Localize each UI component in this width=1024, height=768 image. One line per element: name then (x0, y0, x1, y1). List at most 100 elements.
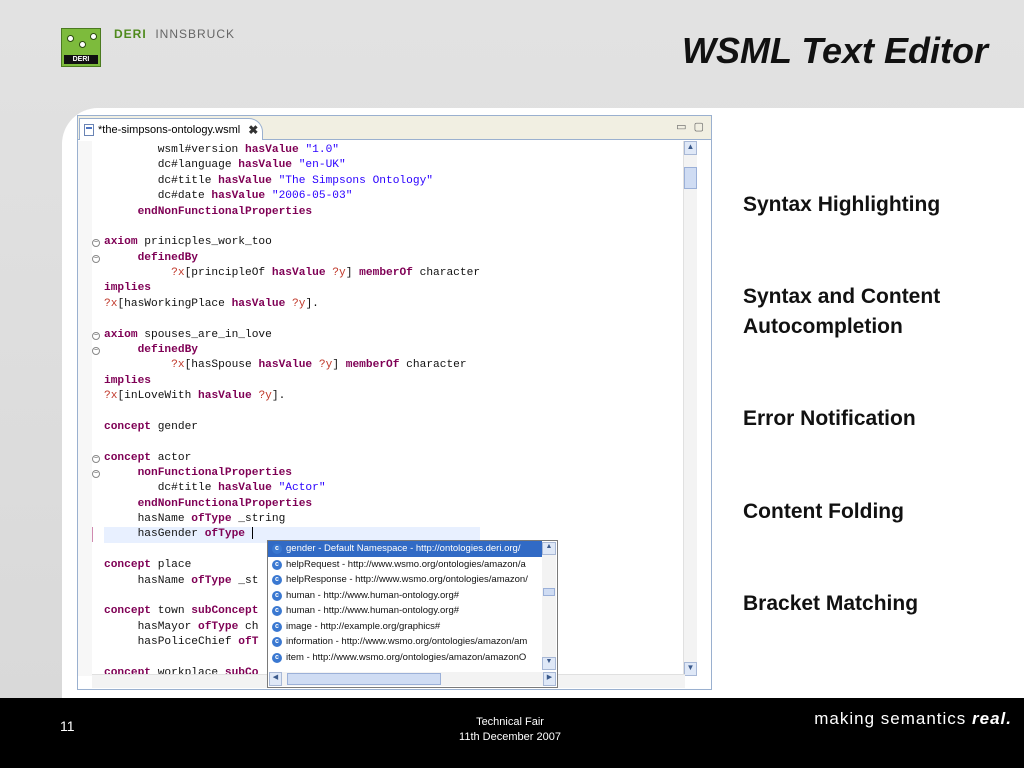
code-token: hasValue (245, 144, 299, 156)
code-line[interactable]: − definedBy (92, 343, 480, 358)
code-token: [hasSpouse (184, 359, 259, 372)
code-token: actor (151, 451, 192, 464)
autocomplete-item-label: information - http://www.wsmo.org/ontolo… (286, 636, 528, 647)
code-line[interactable]: −concept actor (92, 451, 480, 466)
code-line[interactable]: dc#title hasValue "Actor" (104, 481, 480, 496)
scroll-thumb[interactable] (287, 673, 441, 685)
code-line[interactable]: ?x[inLoveWith hasValue ?y]. (104, 389, 480, 404)
completion-item-icon: c (272, 559, 282, 570)
fold-toggle-icon[interactable]: − (92, 454, 100, 463)
deri-logo-icon: DERI (61, 28, 101, 67)
code-token: "2006-05-03" (271, 190, 353, 203)
fold-toggle-icon[interactable]: − (92, 239, 100, 248)
code-line[interactable]: hasGender ofType (92, 527, 481, 543)
code-token (265, 190, 272, 202)
code-token: concept (104, 451, 151, 464)
code-token: axiom (104, 328, 138, 341)
editor-vertical-scrollbar[interactable]: ▲ ▼ (683, 141, 697, 676)
code-token: hasMayor (104, 620, 198, 633)
code-line[interactable]: dc#language hasValue "en-UK" (104, 158, 480, 173)
code-line[interactable]: ?x[hasSpouse hasValue ?y] memberOf chara… (104, 358, 480, 373)
editor-tab-bar: *the-simpsons-ontology.wsml ✖ ▭ ▢ (78, 116, 711, 140)
code-line[interactable]: implies (104, 374, 480, 389)
fold-toggle-icon[interactable]: − (92, 469, 100, 478)
logo-tag: DERI (64, 55, 98, 64)
code-token: nonFunctionalProperties (137, 466, 292, 479)
code-line[interactable]: hasMayor ofType ch (104, 620, 480, 635)
code-line[interactable]: concept town subConcept (104, 604, 480, 619)
code-line[interactable]: −axiom spouses_are_in_love (92, 328, 480, 343)
completion-item-icon: c (272, 575, 282, 585)
code-token: axiom (104, 236, 138, 249)
code-line[interactable]: concept workplace subCo (104, 666, 480, 676)
code-line[interactable]: concept place (104, 558, 480, 573)
autocomplete-horizontal-scrollbar[interactable]: ◀ ▶ (269, 672, 556, 686)
code-line[interactable]: wsml#version hasValue "1.0" (104, 143, 480, 158)
code-line[interactable]: concept gender (104, 420, 480, 435)
minimize-maximize-icon[interactable]: ▭ ▢ (676, 121, 706, 133)
code-line[interactable]: hasPoliceChief ofT (104, 635, 480, 650)
fold-toggle-icon[interactable]: − (92, 331, 100, 340)
scroll-up-icon[interactable]: ▲ (542, 542, 556, 555)
code-token: hasPoliceChief (104, 636, 239, 648)
code-token: character (399, 359, 467, 372)
code-line[interactable] (104, 435, 480, 450)
code-line[interactable]: dc#date hasValue "2006-05-03" (104, 189, 480, 204)
code-line[interactable]: implies (104, 281, 480, 296)
footer-event: Technical Fair 11th December 2007 (400, 715, 620, 745)
completion-item-icon: c (272, 621, 282, 632)
code-token: ?y (292, 297, 306, 310)
scroll-thumb[interactable] (684, 167, 697, 189)
code-token: dc#date (104, 190, 212, 203)
feature-syntax-highlighting: Syntax Highlighting (743, 193, 941, 216)
code-line[interactable]: − nonFunctionalProperties (92, 466, 480, 481)
code-line[interactable]: dc#title hasValue "The Simpsons Ontology… (104, 174, 480, 189)
autocomplete-item[interactable]: c image - http://example.org/graphics# (268, 619, 542, 635)
scroll-up-icon[interactable]: ▲ (684, 141, 697, 155)
code-token: [principleOf (184, 267, 272, 279)
code-token (104, 344, 138, 356)
scroll-down-icon[interactable]: ▼ (684, 662, 697, 676)
code-lines: wsml#version hasValue "1.0" dc#language … (92, 143, 481, 676)
code-token (245, 528, 252, 540)
code-line[interactable]: endNonFunctionalProperties (104, 497, 480, 512)
code-line[interactable] (104, 220, 480, 235)
scroll-down-icon[interactable]: ▼ (542, 657, 556, 670)
code-token: ofType (191, 513, 232, 525)
footer-bar (0, 698, 1024, 768)
scroll-thumb[interactable] (543, 587, 555, 596)
code-line[interactable]: −axiom prinicples_work_too (92, 235, 480, 250)
code-token: [inLoveWith (117, 390, 199, 402)
code-token: ]. (305, 297, 319, 310)
code-token: concept (104, 420, 151, 433)
code-token: hasValue (231, 297, 286, 310)
code-line[interactable] (104, 404, 480, 419)
code-line[interactable]: endNonFunctionalProperties (104, 205, 480, 220)
editor-tab[interactable]: *the-simpsons-ontology.wsml ✖ (79, 118, 263, 140)
fold-toggle-icon[interactable]: − (92, 254, 100, 263)
code-line[interactable]: ?x[hasWorkingPlace hasValue ?y]. (104, 297, 480, 312)
code-line[interactable]: − definedBy (92, 251, 480, 266)
code-token (104, 267, 171, 279)
code-token: _string (231, 513, 286, 525)
fold-toggle-icon[interactable]: − (92, 346, 100, 355)
autocomplete-item-label: gender - Default Namespace - http://onto… (286, 543, 521, 554)
code-line[interactable]: hasName ofType _string (104, 512, 480, 527)
code-token: subConcept (191, 605, 259, 618)
close-tab-icon[interactable]: ✖ (248, 122, 259, 137)
scroll-right-icon[interactable]: ▶ (543, 672, 556, 686)
code-line[interactable]: hasName ofType _st (104, 574, 480, 589)
scroll-left-icon[interactable]: ◀ (269, 672, 282, 686)
autocomplete-vertical-scrollbar[interactable]: ▲ ▼ (542, 542, 556, 670)
autocomplete-item-label: image - http://example.org/graphics# (286, 620, 441, 632)
code-line[interactable]: ?x[principleOf hasValue ?y] memberOf cha… (104, 266, 480, 281)
code-token: ofType (191, 574, 232, 587)
code-line[interactable] (104, 312, 480, 327)
